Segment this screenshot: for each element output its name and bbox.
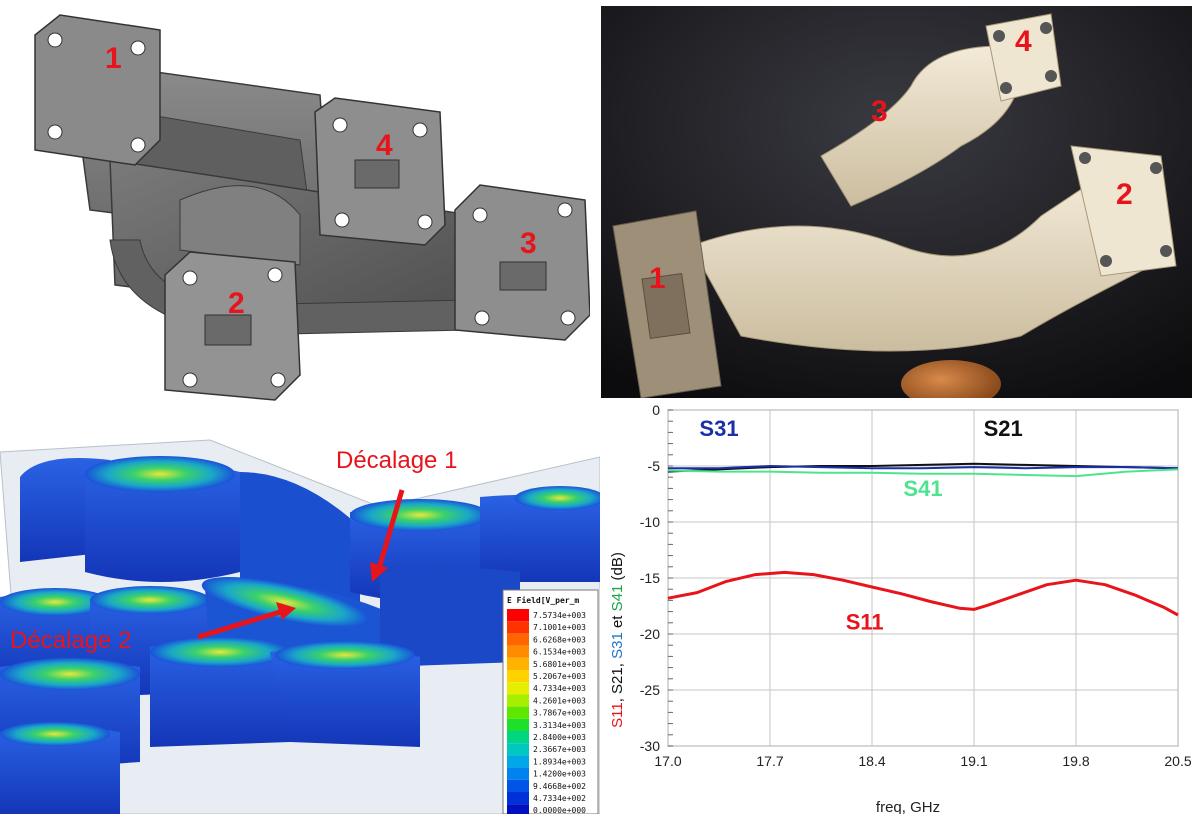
legend-value: 1.8934e+003 <box>533 757 586 766</box>
legend-swatch <box>507 731 529 744</box>
photo-port-label: 3 <box>871 95 888 128</box>
s-parameter-chart-panel: 17.0 17.7 18.4 19.1 19.8 20.5 0 -5 -10 -15 -20 -25 -… <box>600 400 1192 814</box>
legend-value: 6.6268e+003 <box>533 635 586 644</box>
y-axis-label-part: S21 <box>609 667 626 694</box>
x-tick-label: 17.0 <box>654 753 681 769</box>
x-tick-label: 19.1 <box>960 753 987 769</box>
x-tick-label: 18.4 <box>858 753 885 769</box>
y-tick-label: -10 <box>640 514 660 530</box>
legend-value: 4.2601e+003 <box>533 696 586 705</box>
legend-value: 0.0000e+000 <box>533 806 586 814</box>
legend-value: 4.7334e+003 <box>533 684 586 693</box>
photo-port-label: 4 <box>1015 25 1032 58</box>
cad-port-label: 2 <box>228 287 245 320</box>
series-label-s31: S31 <box>699 416 738 441</box>
legend-swatch <box>507 670 529 683</box>
legend-swatch <box>507 767 529 780</box>
legend-value: 2.3667e+003 <box>533 745 586 754</box>
x-tick-label: 20.5 <box>1164 753 1191 769</box>
prototype-photo: 1 2 3 4 <box>601 6 1192 398</box>
arrow-decalage-1 <box>375 489 405 573</box>
photo-port-label: 2 <box>1116 178 1133 211</box>
series-line-s11 <box>667 570 1179 617</box>
legend-swatch <box>507 779 529 792</box>
photo-port-label: 1 <box>649 262 666 295</box>
flange-port-4 <box>314 97 446 246</box>
series-label-s41: S41 <box>903 476 942 501</box>
y-tick-label: -15 <box>640 570 660 586</box>
legend-title: E Field[V_per_m <box>507 595 579 605</box>
y-tick-label: -30 <box>640 738 660 754</box>
y-axis-label-part: , <box>609 694 626 702</box>
s-parameter-chart: 17.0 17.7 18.4 19.1 19.8 20.5 0 -5 -10 -15 -20 -25 -… <box>609 402 1192 814</box>
series-label-s21: S21 <box>984 416 1023 441</box>
y-tick-label: -20 <box>640 626 660 642</box>
prototype-photo-panel: 1 2 3 4 <box>601 6 1192 398</box>
legend-value: 3.3134e+003 <box>533 721 586 730</box>
field-color-legend: E Field[V_per_m 7.5734e+003 7.1001e+003 6.… <box>502 589 599 814</box>
legend-swatch <box>507 755 529 768</box>
cad-port-label: 3 <box>520 227 537 260</box>
arrow-decalage-2 <box>197 609 281 640</box>
flange-port-1 <box>34 14 161 166</box>
legend-value: 1.4200e+003 <box>533 770 586 779</box>
cad-port-label: 4 <box>376 129 393 162</box>
cad-port-label: 1 <box>105 42 122 75</box>
legend-swatch <box>507 804 529 814</box>
legend-value: 3.7867e+003 <box>533 709 586 718</box>
coin <box>901 360 1001 398</box>
legend-value: 7.5734e+003 <box>533 611 586 620</box>
flange-port-2 <box>164 251 301 401</box>
y-tick-label: 0 <box>652 402 660 418</box>
series-line-s31 <box>668 465 1179 470</box>
y-axis-label-part: , <box>609 659 626 667</box>
x-axis-label: freq, GHz <box>876 799 940 814</box>
legend-value: 4.7334e+002 <box>533 794 586 803</box>
legend-value: 9.4668e+002 <box>533 782 586 791</box>
legend-value: 6.1534e+003 <box>533 648 586 657</box>
field-plot-panel: Décalage 1 Décalage 2 E Field[V_per_m 7.… <box>0 412 600 814</box>
chart-ticks: 17.0 17.7 18.4 19.1 19.8 20.5 0 -5 -10 -15 -20 -25 -… <box>640 402 1192 769</box>
y-axis-label-part: S31 <box>609 632 626 659</box>
series-line-s41 <box>667 468 1179 478</box>
cad-model-panel: 1 4 2 3 <box>0 0 590 405</box>
annotation-decalage-1: Décalage 1 <box>336 447 457 474</box>
legend-swatch <box>507 718 529 731</box>
x-tick-label: 17.7 <box>756 753 783 769</box>
legend-swatch <box>507 694 529 707</box>
x-tick-label: 19.8 <box>1062 753 1089 769</box>
flange-port-3 <box>454 184 590 341</box>
resonator-cylinders <box>0 456 600 814</box>
legend-swatch <box>507 792 529 805</box>
legend-swatch <box>507 657 529 670</box>
y-axis-label: S11, S21, S31 et S41 (dB) <box>609 552 626 728</box>
legend-value: 5.2067e+003 <box>533 672 586 681</box>
y-axis-label-part: (dB) <box>609 552 626 585</box>
legend-value: 2.8400e+003 <box>533 733 586 742</box>
series-label-s11: S11 <box>846 610 884 635</box>
legend-swatch <box>507 621 529 634</box>
chart-series <box>667 462 1179 617</box>
legend-swatch <box>507 743 529 756</box>
annotation-decalage-2: Décalage 2 <box>10 627 131 654</box>
y-axis-label-part: et <box>609 611 626 632</box>
y-axis-label-part: S41 <box>609 585 626 612</box>
legend-swatch <box>507 609 529 622</box>
y-axis-label-part: S11 <box>609 702 626 728</box>
legend-value: 7.1001e+003 <box>533 623 586 632</box>
legend-value: 5.6801e+003 <box>533 660 586 669</box>
y-tick-label: -25 <box>640 682 660 698</box>
y-tick-label: -5 <box>648 458 661 474</box>
field-simulation: Décalage 1 Décalage 2 E Field[V_per_m 7.… <box>0 438 600 814</box>
legend-swatch <box>507 633 529 646</box>
legend-swatch <box>507 682 529 695</box>
cad-model-render: 1 4 2 3 <box>34 14 590 401</box>
legend-swatch <box>507 706 529 719</box>
legend-swatch <box>507 645 529 658</box>
